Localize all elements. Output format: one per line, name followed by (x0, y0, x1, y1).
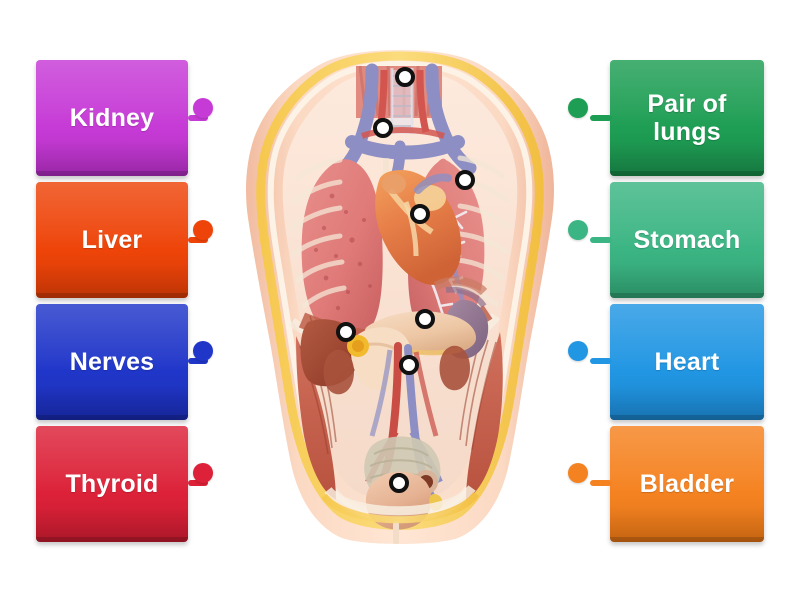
connector-knob-pair-of-lungs[interactable] (568, 98, 588, 118)
connector-stem-liver (188, 237, 208, 243)
connector-knob-nerves[interactable] (193, 341, 213, 361)
label-card-kidney[interactable]: Kidney (36, 60, 188, 176)
label-card-text-bladder: Bladder (639, 470, 735, 498)
diagram-marker-1[interactable] (395, 67, 415, 87)
connector-stem-kidney (188, 115, 208, 121)
connector-knob-liver[interactable] (193, 220, 213, 240)
label-card-thyroid[interactable]: Thyroid (36, 426, 188, 542)
label-card-text-stomach: Stomach (633, 226, 741, 254)
human-torso-anatomy-image (240, 50, 560, 545)
connector-knob-stomach[interactable] (568, 220, 588, 240)
diagram-marker-2[interactable] (373, 118, 393, 138)
connector-stem-bladder (590, 480, 612, 486)
connector-stem-nerves (188, 358, 208, 364)
label-card-text-thyroid: Thyroid (65, 470, 159, 498)
connector-knob-heart[interactable] (568, 341, 588, 361)
connector-knob-thyroid[interactable] (193, 463, 213, 483)
label-card-pair-of-lungs[interactable]: Pair of lungs (610, 60, 764, 176)
connector-stem-heart (590, 358, 612, 364)
label-card-text-liver: Liver (81, 226, 143, 254)
label-card-heart[interactable]: Heart (610, 304, 764, 420)
connector-knob-bladder[interactable] (568, 463, 588, 483)
diagram-marker-6[interactable] (415, 309, 435, 329)
diagram-marker-8[interactable] (389, 473, 409, 493)
diagram-marker-7[interactable] (399, 355, 419, 375)
label-card-liver[interactable]: Liver (36, 182, 188, 298)
connector-stem-pair-of-lungs (590, 115, 612, 121)
connector-stem-thyroid (188, 480, 208, 486)
label-card-text-nerves: Nerves (69, 348, 155, 376)
label-card-text-kidney: Kidney (69, 104, 155, 132)
label-card-stomach[interactable]: Stomach (610, 182, 764, 298)
label-card-text-heart: Heart (654, 348, 720, 376)
diagram-marker-3[interactable] (455, 170, 475, 190)
label-card-nerves[interactable]: Nerves (36, 304, 188, 420)
connector-stem-stomach (590, 237, 612, 243)
label-card-text-pair-of-lungs: Pair of lungs (647, 90, 727, 146)
label-card-bladder[interactable]: Bladder (610, 426, 764, 542)
diagram-marker-5[interactable] (336, 322, 356, 342)
connector-knob-kidney[interactable] (193, 98, 213, 118)
diagram-marker-4[interactable] (410, 204, 430, 224)
